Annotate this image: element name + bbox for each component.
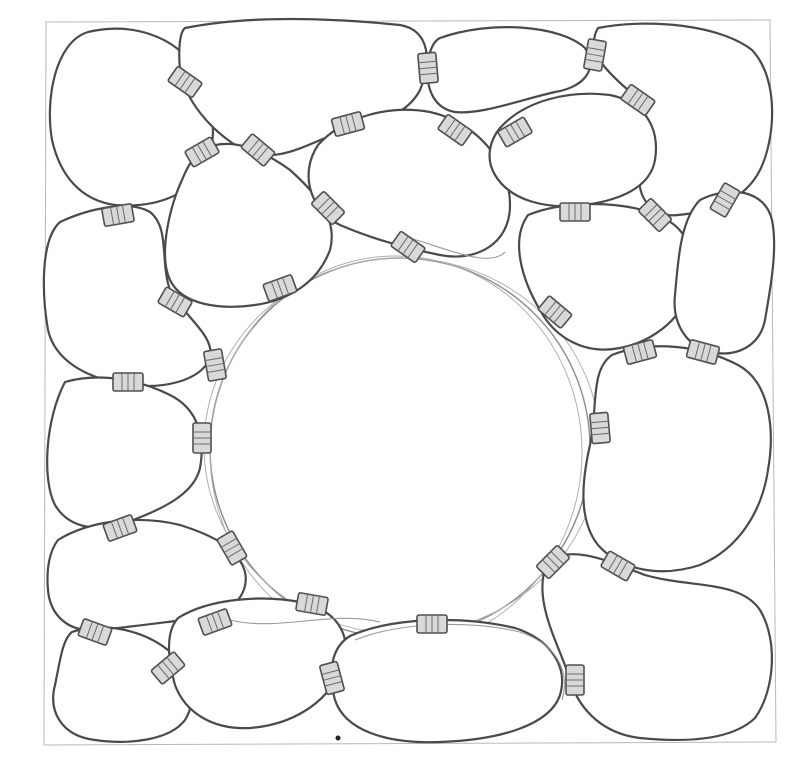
center-circle [210,258,590,638]
stone [583,346,770,571]
stone [331,620,562,742]
connector-clip [113,373,143,391]
connector-clip [204,349,227,382]
connector-clip [417,615,447,633]
connector-clip [193,423,211,453]
stone [490,94,656,206]
stone [47,378,202,528]
stone [165,144,332,307]
stone [169,599,346,729]
connector-clip [590,412,611,443]
stone [542,554,772,740]
connector-clip [566,665,584,695]
connector-clip [418,52,439,83]
connector-clip [560,203,590,221]
pencil-dot [336,736,341,741]
